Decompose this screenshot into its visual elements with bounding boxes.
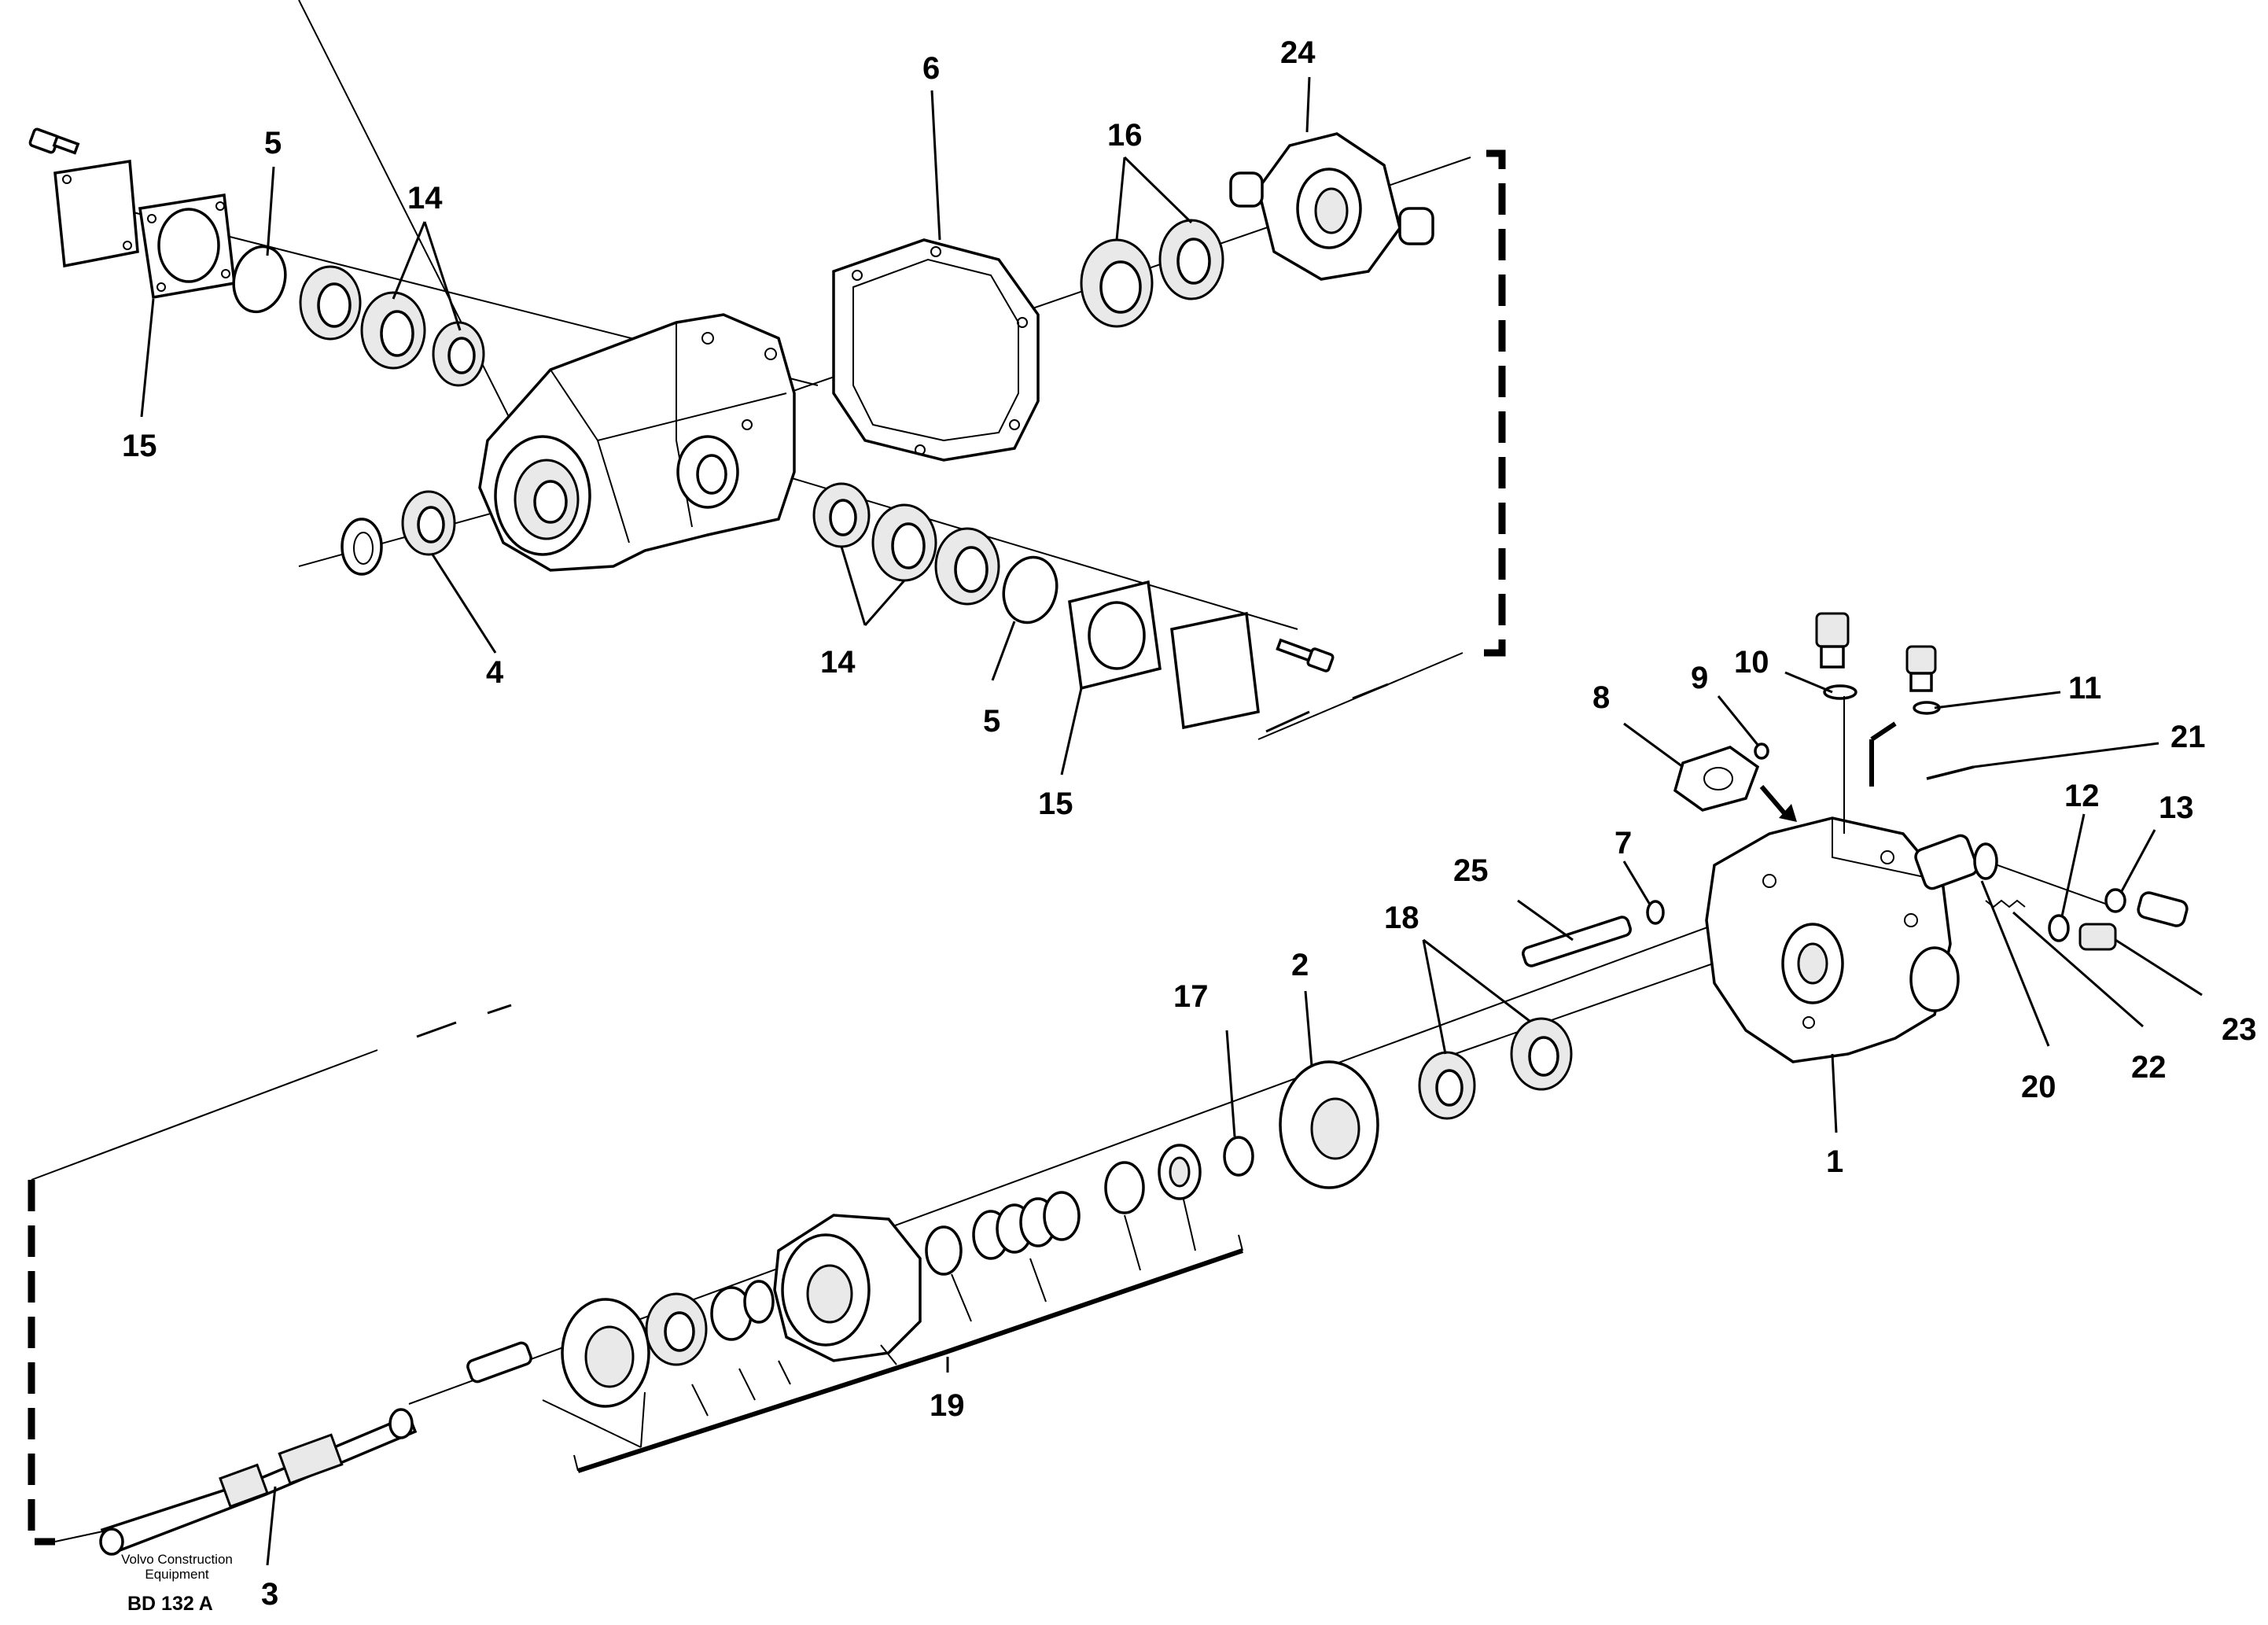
callout-24: 24 [1280,35,1316,70]
bearing-14-bottom [812,482,1000,606]
publisher-block: Volvo Construction Equipment BD 132 A [121,1552,233,1615]
flange-left [138,193,236,300]
callout-14-top: 14 [407,181,443,216]
spacer-ring [710,1280,775,1341]
callout-labels: 1 2 3 4 5 5 6 7 8 9 10 11 12 13 14 14 15… [122,35,2257,1612]
end-housing [1705,816,1960,1063]
bolt-bottom [1276,638,1335,672]
callout-23: 23 [2222,1012,2257,1047]
callout-14-bottom: 14 [820,645,856,680]
pin [466,1341,532,1384]
cover-plate-left [53,159,139,268]
cylinder-block [773,1214,922,1362]
callout-8: 8 [1592,680,1610,715]
upper-assembly [28,0,1506,740]
callout-10: 10 [1734,645,1769,680]
callout-3: 3 [261,1577,278,1612]
small-bearing [645,1292,708,1366]
callout-25: 25 [1453,853,1489,888]
logo-line-2: Equipment [145,1567,209,1582]
callout-leaders [140,76,2203,1566]
plate-8 [1673,746,1760,812]
drawing-code: BD 132 A [127,1593,213,1615]
callout-5-bottom: 5 [983,704,1000,739]
plug-13-body [2137,891,2189,927]
gasket [832,238,1040,462]
callout-15-top: 15 [122,429,157,463]
callout-5-top: 5 [264,126,282,160]
seal-13 [2104,888,2126,913]
logo-line-1: Volvo Construction [121,1552,233,1567]
o-ring-12 [2048,914,2070,942]
screw-21 [1926,765,1975,780]
bearing-18 [1418,1017,1573,1120]
callout-18: 18 [1384,901,1419,935]
plug-11 [1869,645,1941,787]
o-ring-left [232,245,287,314]
callout-7: 7 [1614,826,1632,860]
swash-plate [561,1298,650,1408]
callout-2: 2 [1291,948,1309,982]
lower-assembly [28,612,2189,1556]
pump-housing [478,313,796,572]
callout-4: 4 [486,655,504,690]
callout-17: 17 [1173,979,1209,1014]
callout-11: 11 [2068,671,2101,706]
bearing-16 [1080,219,1224,328]
end-cap [1229,132,1434,281]
pin-25 [1522,916,1632,967]
valve-plate [1279,1060,1379,1189]
spring-assembly [925,1144,1202,1276]
plug-10 [1815,612,1857,834]
callout-16: 16 [1107,118,1143,153]
callout-1: 1 [1826,1144,1843,1179]
callout-6: 6 [922,51,940,86]
bolt-top-left [28,127,80,155]
cover-plate-bottom [1170,611,1260,730]
valve-20 [1914,834,2108,905]
bearing-14-top [360,291,485,387]
callout-21: 21 [2170,720,2206,754]
callout-12: 12 [2064,779,2100,813]
retaining-ring [1223,1136,1254,1177]
ring-7 [1646,900,1665,925]
callout-13: 13 [2159,790,2194,825]
bearing-cup-left [299,265,362,341]
callout-9: 9 [1691,661,1708,695]
bearing-4 [341,490,456,576]
callout-22: 22 [2131,1050,2167,1085]
flange-bottom [1068,580,1162,691]
ring-9 [1754,742,1769,760]
plug-23 [2078,923,2117,951]
callout-20: 20 [2021,1070,2056,1104]
callout-15-bottom: 15 [1038,787,1073,821]
o-ring-bottom [1002,555,1059,625]
callout-19: 19 [930,1388,965,1423]
shaft [99,1408,418,1556]
